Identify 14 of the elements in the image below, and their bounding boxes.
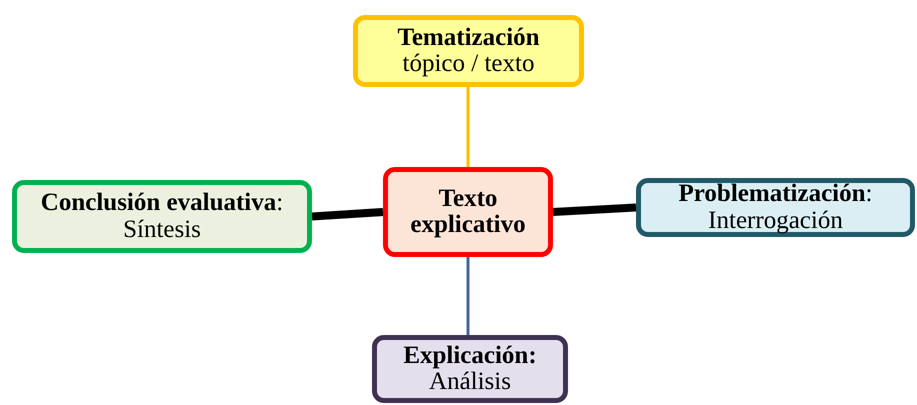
node-text: Conclusión evaluativa: Síntesis [40, 190, 284, 243]
topic-box [372, 335, 568, 403]
connector-line [552, 204, 636, 216]
topic-box [636, 178, 915, 237]
node-text: Tematización tópico / texto [396, 24, 541, 78]
connector-line [466, 257, 470, 335]
node-text: Texto explicativo [409, 186, 527, 238]
topic-box [353, 15, 584, 87]
node-text: Problematización: Interrogación [678, 181, 874, 234]
node-text: Explicación: Análisis [402, 342, 538, 396]
central-topic-box [383, 167, 553, 257]
connector-line [466, 87, 470, 167]
topic-box [12, 180, 312, 253]
connector-line [312, 208, 384, 220]
